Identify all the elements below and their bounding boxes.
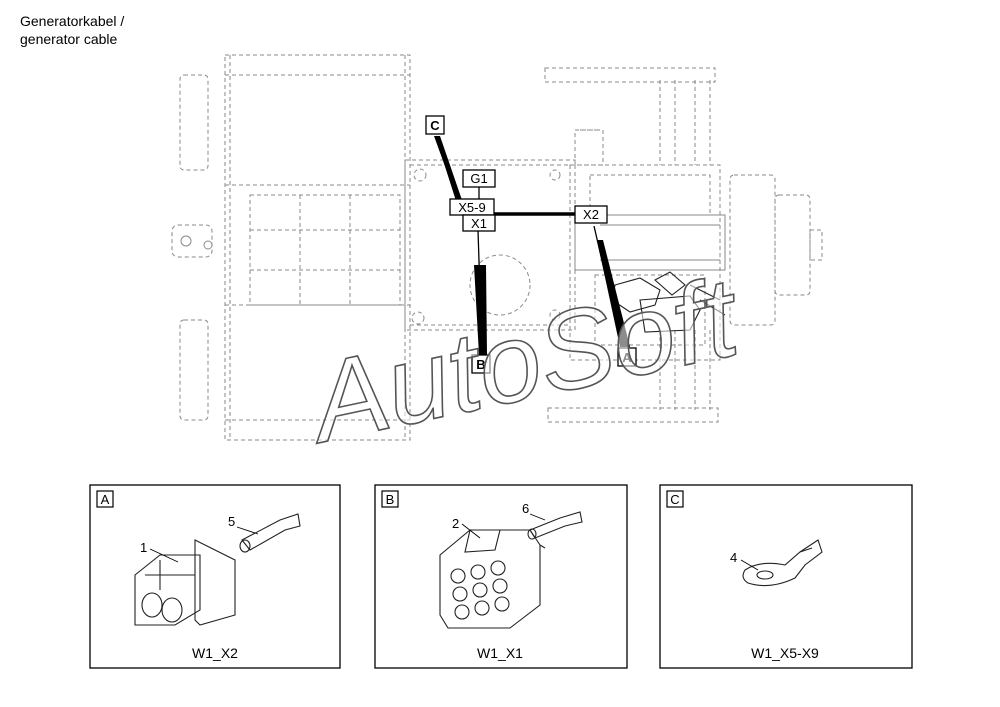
svg-text:X1: X1 xyxy=(471,216,487,231)
title-line-1: Generatorkabel / xyxy=(20,13,125,29)
part-6-label: 6 xyxy=(522,501,529,516)
part-5-label: 5 xyxy=(228,514,235,529)
svg-text:X5-9: X5-9 xyxy=(458,200,485,215)
crimp-socket-icon xyxy=(527,511,583,540)
connector-housing-2pin-icon xyxy=(134,539,236,626)
label-x2: X2 xyxy=(574,205,608,224)
panel-a-letter: A xyxy=(101,492,110,507)
connector-housing-9pin-icon xyxy=(439,529,546,629)
leader-b xyxy=(474,265,487,355)
label-g1: G1 xyxy=(462,169,496,188)
crimp-pin-icon xyxy=(239,513,301,553)
svg-text:X2: X2 xyxy=(583,207,599,222)
panel-b-caption: W1_X1 xyxy=(477,645,523,661)
diagram-title: Generatorkabel / generator cable xyxy=(20,12,124,48)
title-line-2: generator cable xyxy=(20,31,118,47)
label-x5-9: X5-9 xyxy=(449,198,495,216)
label-x1: X1 xyxy=(462,214,496,232)
panel-c-letter: C xyxy=(670,492,679,507)
svg-text:A: A xyxy=(622,350,632,365)
svg-text:B: B xyxy=(476,357,485,372)
machine-outline xyxy=(171,54,823,441)
callout-c: C xyxy=(425,115,445,135)
panel-a-caption: W1_X2 xyxy=(192,645,238,661)
callout-a: A xyxy=(617,347,637,367)
watermark-text: AutoSoft xyxy=(295,253,751,467)
svg-text:C: C xyxy=(430,118,440,133)
svg-text:G1: G1 xyxy=(470,171,487,186)
part-4-label: 4 xyxy=(730,550,737,565)
panel-c-caption: W1_X5-X9 xyxy=(751,645,819,661)
leader-c xyxy=(434,136,463,205)
detail-panel-c: C 4 W1_X5-X9 xyxy=(659,484,913,669)
part-2-label: 2 xyxy=(452,516,459,531)
leader-a xyxy=(597,240,630,347)
detail-panel-b: B 2 6 W1_X1 xyxy=(374,484,628,669)
part-1-label: 1 xyxy=(140,540,147,555)
ring-terminal-icon xyxy=(742,539,823,587)
detail-panel-a: A 1 5 W1_X2 xyxy=(89,484,341,669)
panel-b-letter: B xyxy=(386,492,395,507)
callout-b: B xyxy=(471,354,491,374)
